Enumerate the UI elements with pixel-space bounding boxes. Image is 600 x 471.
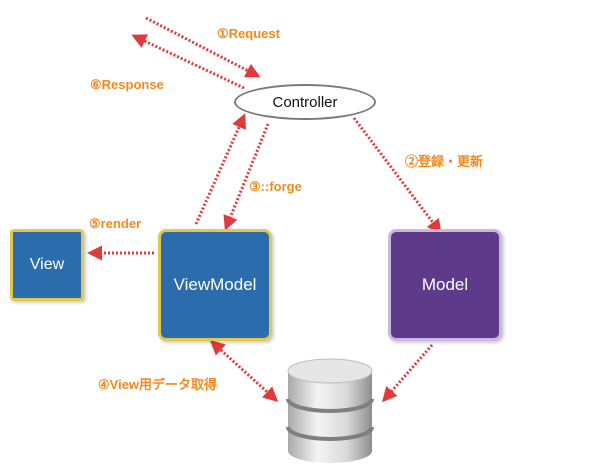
viewmodel-node: ViewModel — [158, 229, 272, 341]
response-label: ⑥Response — [90, 77, 164, 92]
fetch-view-data-label: ④View用データ取得 — [98, 377, 218, 392]
view-node: View — [10, 229, 84, 301]
request-arrow — [145, 16, 261, 78]
controller-node: Controller — [234, 84, 376, 120]
controller-label: Controller — [272, 93, 338, 111]
request-label: ①Request — [217, 26, 280, 41]
model-label: Model — [421, 275, 469, 294]
render-label: ⑤render — [89, 216, 142, 231]
model-node: Model — [388, 229, 502, 341]
forge-label: ③::forge — [249, 179, 302, 194]
forge-arrow-down — [223, 123, 270, 231]
response-arrow — [131, 34, 245, 90]
register-update-label: ②登録・更新 — [405, 154, 484, 169]
database-icon — [286, 358, 374, 463]
forge-arrow-up — [194, 113, 246, 225]
view-label: View — [29, 256, 65, 273]
register-update-arrow — [352, 117, 442, 235]
model-db-arrow — [382, 344, 434, 403]
fetch-view-data-arrow — [209, 339, 279, 403]
viewmodel-label: ViewModel — [173, 275, 257, 294]
